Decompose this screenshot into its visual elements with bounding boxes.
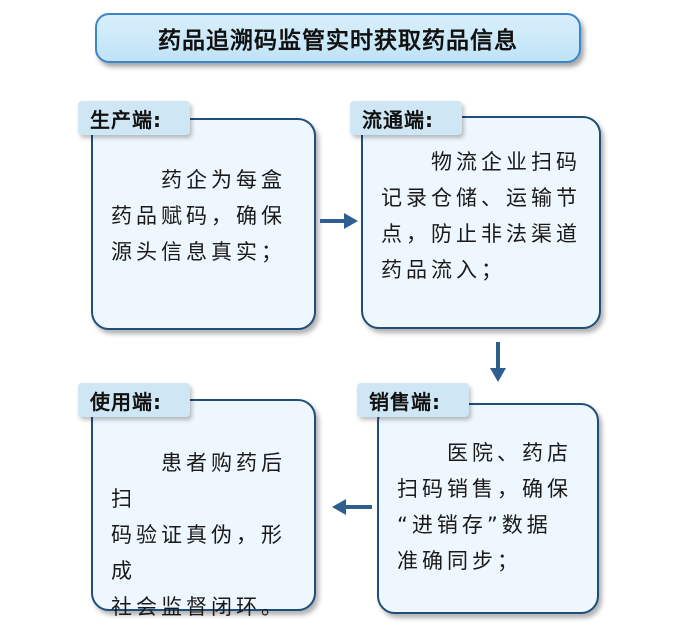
usage-box: 患者购药后扫 码验证真伪，形成 社会监督闭环。 [91,399,316,619]
sales-tag: 销售端: [357,383,469,417]
production-text: 药企为每盒 药品赋码，确保 源头信息真实； [111,168,286,264]
sales-text: 医院、药店 扫码销售，确保 “进销存”数据 准确同步； [397,441,572,573]
production-tag: 生产端: [78,101,190,135]
circulation-label: 流通端: [362,107,434,132]
production-label: 生产端: [90,107,162,132]
diagram-title: 药品追溯码监管实时获取药品信息 [158,28,518,54]
circulation-text: 物流企业扫码 记录仓储、运输节 点，防止非法渠道 药品流入； [381,150,581,282]
sales-box: 医院、药店 扫码销售，确保 “进销存”数据 准确同步； [377,403,599,614]
usage-text: 患者购药后扫 码验证真伪，形成 社会监督闭环。 [111,451,286,619]
arrow-right-icon [320,213,358,229]
sales-label: 销售端: [369,389,441,414]
title-banner: 药品追溯码监管实时获取药品信息 [95,13,581,63]
arrow-left-icon [332,499,372,515]
usage-label: 使用端: [90,389,162,414]
circulation-tag: 流通端: [350,101,462,135]
usage-tag: 使用端: [78,383,190,417]
production-box: 药企为每盒 药品赋码，确保 源头信息真实； [91,118,316,330]
arrow-down-icon [490,342,506,382]
circulation-box: 物流企业扫码 记录仓储、运输节 点，防止非法渠道 药品流入； [361,116,601,329]
